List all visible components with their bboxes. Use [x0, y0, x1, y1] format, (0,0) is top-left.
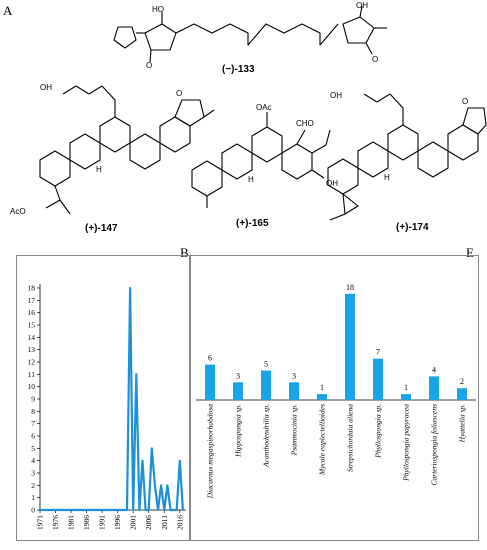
line-chart-y-tick-label: 5 [31, 444, 35, 453]
compound-174-drawing [327, 93, 487, 221]
line-chart-x-tick-label: 2006 [144, 515, 153, 530]
chem-label-oac-165: OAc [256, 103, 272, 112]
line-chart-y-tick-label: 14 [28, 333, 36, 342]
bar-chart-bar [205, 364, 215, 400]
chem-label-o-lactone: O [372, 55, 378, 64]
panel-e-frame [190, 255, 479, 541]
furan-ring-drawing [113, 26, 137, 49]
line-chart-x-tick-label: 1981 [67, 515, 76, 530]
compound-label-147: (+)-147 [85, 223, 118, 234]
compound-label-174: (+)-174 [396, 222, 429, 233]
bar-chart-category-label: Strepsichordaia aliena [346, 404, 355, 472]
panel-letter-b: B [180, 245, 189, 260]
line-chart-y-tick-label: 10 [28, 382, 36, 391]
bar-chart-data-label: 18 [346, 283, 354, 292]
chem-label-cho-165: CHO [296, 119, 314, 128]
chem-label-oh-147: OH [40, 83, 52, 92]
bar-chart-data-label: 5 [264, 360, 268, 369]
bar-chart-bar [233, 382, 243, 400]
chem-label-o-147: O [176, 89, 182, 98]
bar-chart-bar [317, 394, 327, 400]
line-chart-y-tick-label: 3 [31, 469, 35, 478]
chemical-structures: HO OH O O OH AcO O OAc CHO OH OH O H H H [10, 1, 487, 221]
line-chart-y-tick-label: 18 [28, 284, 36, 293]
line-chart-y-tick-label: 9 [31, 395, 35, 404]
chem-label-oh-174: OH [330, 91, 342, 100]
panel-b-frame [16, 255, 190, 541]
panel-letter-e: E [466, 245, 474, 260]
line-chart-series [40, 286, 184, 512]
bar-chart-category-label: Acanthodendrilla sp. [262, 404, 271, 468]
side-chain-drawing [175, 23, 339, 46]
bar-chart-category-label: Phyllospongia sp. [374, 404, 383, 459]
line-chart-y-tick-label: 6 [31, 432, 35, 441]
panel-letter-a: A [3, 3, 13, 18]
bar-chart-data-label: 1 [404, 383, 408, 392]
line-chart-y-tick-label: 0 [31, 506, 35, 515]
line-chart-y-tick-label: 2 [31, 481, 35, 490]
line-chart-y-tick-label: 1 [31, 493, 35, 502]
compound-label-165: (+)-165 [236, 218, 269, 229]
line-chart-y-tick-label: 17 [28, 296, 36, 305]
bar-chart-bar [373, 358, 383, 400]
line-chart-y-tick-label: 13 [28, 345, 36, 354]
line-chart-x-tick-label: 1971 [36, 515, 45, 530]
line-chart-y-tick-label: 16 [28, 308, 36, 317]
bar-chart-data-label: 4 [432, 365, 436, 374]
chem-label-oh-165: OH [326, 179, 338, 188]
bar-chart-data-label: 3 [292, 371, 296, 380]
line-chart-y-tick-label: 4 [31, 456, 35, 465]
line-chart-x-tick-label: 2016 [175, 515, 184, 530]
line-chart-x-tick-label: 1991 [98, 515, 107, 530]
bar-chart-category-label: Mycale euplectellioides [318, 404, 327, 476]
line-chart-x-tick-label: 2001 [129, 515, 138, 530]
bar-chart-data-label: 3 [236, 371, 240, 380]
bar-chart-data-label: 1 [320, 383, 324, 392]
bar-chart-category-label: Hyattella sp. [458, 404, 467, 443]
tetronic-ring-drawing [342, 5, 387, 55]
line-chart-x-tick-label: 1996 [113, 515, 122, 530]
bar-chart-bar [345, 293, 355, 400]
compound-165-drawing [191, 112, 331, 208]
compound-label-133: (−)-133 [222, 64, 255, 75]
bar-chart-category-label: Phyllospongia papyracea [402, 404, 411, 482]
chem-label-h-147: H [96, 165, 102, 174]
chem-label-ho-133: HO [152, 5, 164, 14]
line-chart-x-tick-label: 1976 [51, 515, 60, 530]
bar-chart-bar [429, 376, 439, 400]
bar-chart-data-label: 7 [376, 348, 380, 357]
bar-chart-category-label: Hippospongia sp. [234, 404, 243, 458]
chem-label-h-165: H [248, 175, 254, 184]
chem-label-aco-147: AcO [10, 207, 26, 216]
bar-chart-bar [457, 388, 467, 400]
bar-chart-category-label: Diacarnus megaspinorhabdosa [206, 404, 215, 499]
bar-chart-data-label: 2 [460, 377, 464, 386]
chem-label-o-ketone: O [146, 61, 152, 70]
compound-147-drawing [39, 85, 215, 215]
line-chart-y-tick-label: 8 [31, 407, 35, 416]
line-chart-y-tick-label: 12 [28, 358, 36, 367]
bar-chart-bar [401, 394, 411, 400]
line-chart-y-tick-label: 15 [28, 321, 36, 330]
bar-chart-data-label: 6 [208, 354, 212, 363]
line-chart-y-tick-label: 11 [28, 370, 35, 379]
chem-label-h-174: H [384, 173, 390, 182]
chem-label-o-174: O [462, 97, 468, 106]
line-chart-x-tick-label: 1986 [82, 515, 91, 530]
bar-chart-bar [261, 370, 271, 400]
cyclopentenone-drawing [136, 12, 177, 63]
line-chart-x-tick-label: 2011 [160, 515, 169, 530]
chem-label-oh-133: OH [356, 1, 368, 10]
bar-chart-bar [289, 382, 299, 400]
line-chart-y-tick-label: 7 [31, 419, 35, 428]
bar-chart-category-label: Carteriospongia foliascens [430, 404, 439, 486]
bar-chart-category-label: Psammocinia sp. [290, 404, 299, 456]
